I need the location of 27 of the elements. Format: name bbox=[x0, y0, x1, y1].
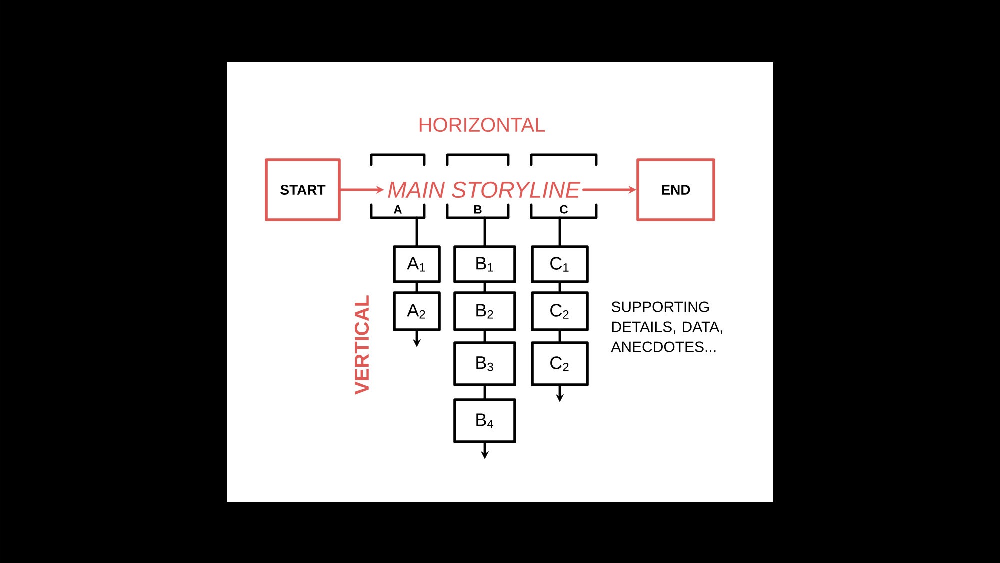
connector-line bbox=[484, 330, 486, 343]
detail-box: C$_{2}$ bbox=[531, 292, 589, 332]
storyline-text: MAIN STORYLINE bbox=[388, 182, 581, 198]
detail-box: C$_{2}$ bbox=[531, 342, 589, 386]
detail-box: B$_{2}$ bbox=[454, 292, 516, 332]
section-bracket: A bbox=[370, 204, 426, 220]
connector-line bbox=[484, 282, 486, 293]
detail-box: B$_{1}$ bbox=[454, 246, 516, 284]
connector-line bbox=[416, 216, 418, 247]
connector-line bbox=[416, 282, 418, 293]
heading: HORIZONTAL bbox=[420, 118, 546, 132]
detail-box: A$_{2}$ bbox=[393, 292, 441, 332]
connector-line bbox=[558, 282, 562, 293]
note-text: SUPPORTING DETAILS, DATA, ANECDOTES... bbox=[611, 302, 722, 352]
connector-line bbox=[484, 216, 486, 247]
connector-line bbox=[484, 385, 486, 400]
process-box: START bbox=[265, 158, 341, 222]
section-bracket: C bbox=[530, 204, 598, 220]
heading: VERTICAL bbox=[354, 296, 370, 395]
connector-line bbox=[558, 216, 562, 247]
detail-box: B$_{3}$ bbox=[454, 342, 516, 386]
detail-box: C$_{1}$ bbox=[531, 246, 589, 284]
section-bracket: B bbox=[446, 204, 510, 220]
process-box: END bbox=[636, 158, 716, 222]
connector-line bbox=[558, 330, 562, 343]
detail-box: A$_{1}$ bbox=[393, 246, 441, 284]
detail-box: B$_{4}$ bbox=[454, 398, 516, 444]
